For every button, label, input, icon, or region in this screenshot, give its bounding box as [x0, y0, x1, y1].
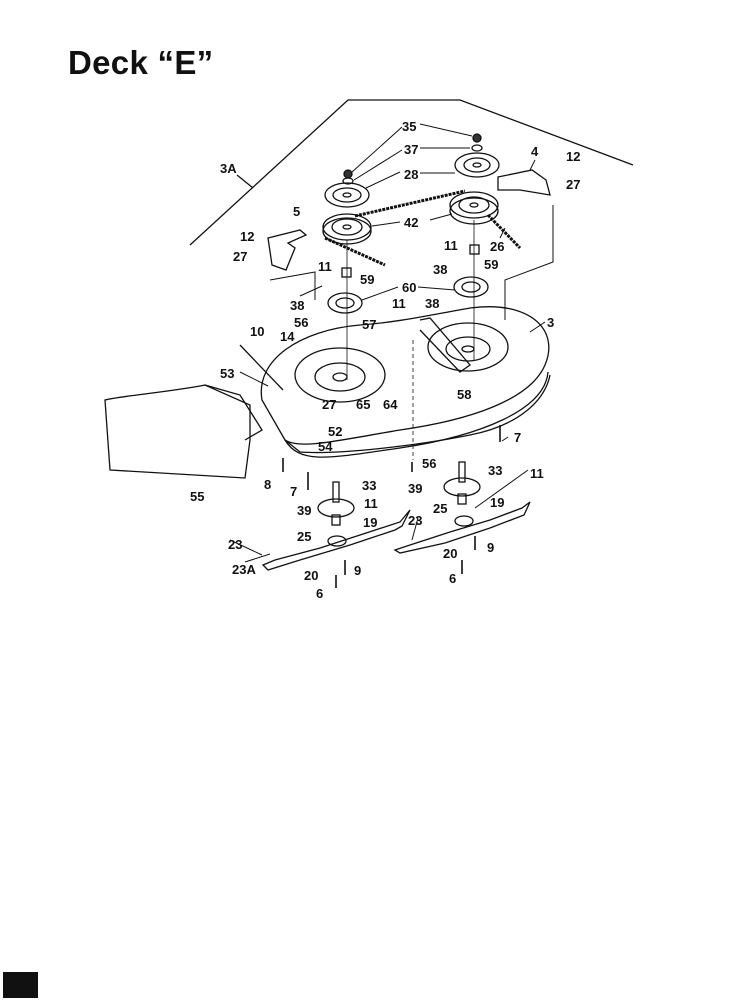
- page-title: Deck “E”: [68, 44, 214, 81]
- part-label: 59: [484, 257, 499, 272]
- part-label: 11: [530, 466, 544, 481]
- part-label: 64: [383, 397, 398, 412]
- part-label: 38: [425, 296, 440, 311]
- part-label: 57: [362, 317, 377, 332]
- part-label: 55: [190, 489, 205, 504]
- part-label: 20: [304, 568, 319, 583]
- spindle-assembly-right: [443, 461, 481, 505]
- part-label: 38: [433, 262, 448, 277]
- mower-deck: [260, 306, 550, 445]
- part-label: 11: [444, 238, 458, 253]
- blade-right: [393, 501, 531, 554]
- part-label: 23: [408, 513, 423, 528]
- part-label: 23: [228, 537, 243, 552]
- part-label: 11: [364, 496, 378, 511]
- spindle-well-left: [294, 347, 386, 403]
- grass-chute: [104, 384, 251, 479]
- part-label: 60: [402, 280, 417, 295]
- idler-pulley-right: [454, 152, 500, 178]
- bracket-5: [267, 229, 308, 271]
- part-label: 3A: [220, 161, 237, 176]
- part-label: 9: [487, 540, 495, 555]
- spindle-assembly-left: [317, 481, 355, 526]
- part-label: 6: [449, 571, 457, 586]
- part-label: 33: [488, 463, 503, 478]
- part-label: 10: [250, 324, 265, 339]
- part-label: 5: [293, 204, 301, 219]
- part-label: 54: [318, 439, 333, 454]
- bearing-plate-left: [327, 292, 363, 314]
- part-label: 4: [531, 144, 539, 159]
- part-label: 58: [457, 387, 472, 402]
- part-label: 53: [220, 366, 235, 381]
- part-label: 27: [233, 249, 248, 264]
- spindle-well-right: [427, 322, 509, 372]
- part-label: 14: [280, 329, 295, 344]
- part-label: 56: [294, 315, 309, 330]
- part-label: 11: [392, 296, 406, 311]
- part-label: 25: [433, 501, 448, 516]
- part-label: 27: [322, 397, 337, 412]
- belt-cover-outline: [189, 99, 634, 246]
- drive-belt: [324, 189, 522, 267]
- part-label: 42: [404, 215, 419, 230]
- part-label: 9: [354, 563, 362, 578]
- part-label: 37: [404, 142, 419, 157]
- part-label: 28: [404, 167, 419, 182]
- part-label: 8: [264, 477, 272, 492]
- part-label: 52: [328, 424, 343, 439]
- part-label: 27: [566, 177, 581, 192]
- part-label: 12: [566, 149, 581, 164]
- part-label: 7: [514, 430, 522, 445]
- part-label: 65: [356, 397, 371, 412]
- idler-pulley-left: [324, 182, 370, 208]
- part-label: 59: [360, 272, 375, 287]
- part-label: 39: [408, 481, 423, 496]
- part-label: 35: [402, 119, 417, 134]
- part-label: 33: [362, 478, 377, 493]
- part-label: 7: [290, 484, 298, 499]
- part-label: 39: [297, 503, 312, 518]
- part-label: 12: [240, 229, 255, 244]
- part-label: 3: [547, 315, 555, 330]
- part-label: 11: [318, 259, 332, 274]
- bearing-plate-right: [453, 276, 489, 298]
- part-label: 38: [290, 298, 305, 313]
- part-label: 56: [422, 456, 437, 471]
- part-label: 19: [363, 515, 378, 530]
- part-label: 6: [316, 586, 324, 601]
- page-tab-marker: [3, 972, 38, 998]
- part-label: 19: [490, 495, 505, 510]
- part-label: 26: [490, 239, 505, 254]
- part-label: 20: [443, 546, 458, 561]
- bracket-4: [497, 169, 551, 196]
- part-label: 25: [297, 529, 312, 544]
- blade-left: [261, 509, 411, 571]
- part-label: 23A: [232, 562, 256, 577]
